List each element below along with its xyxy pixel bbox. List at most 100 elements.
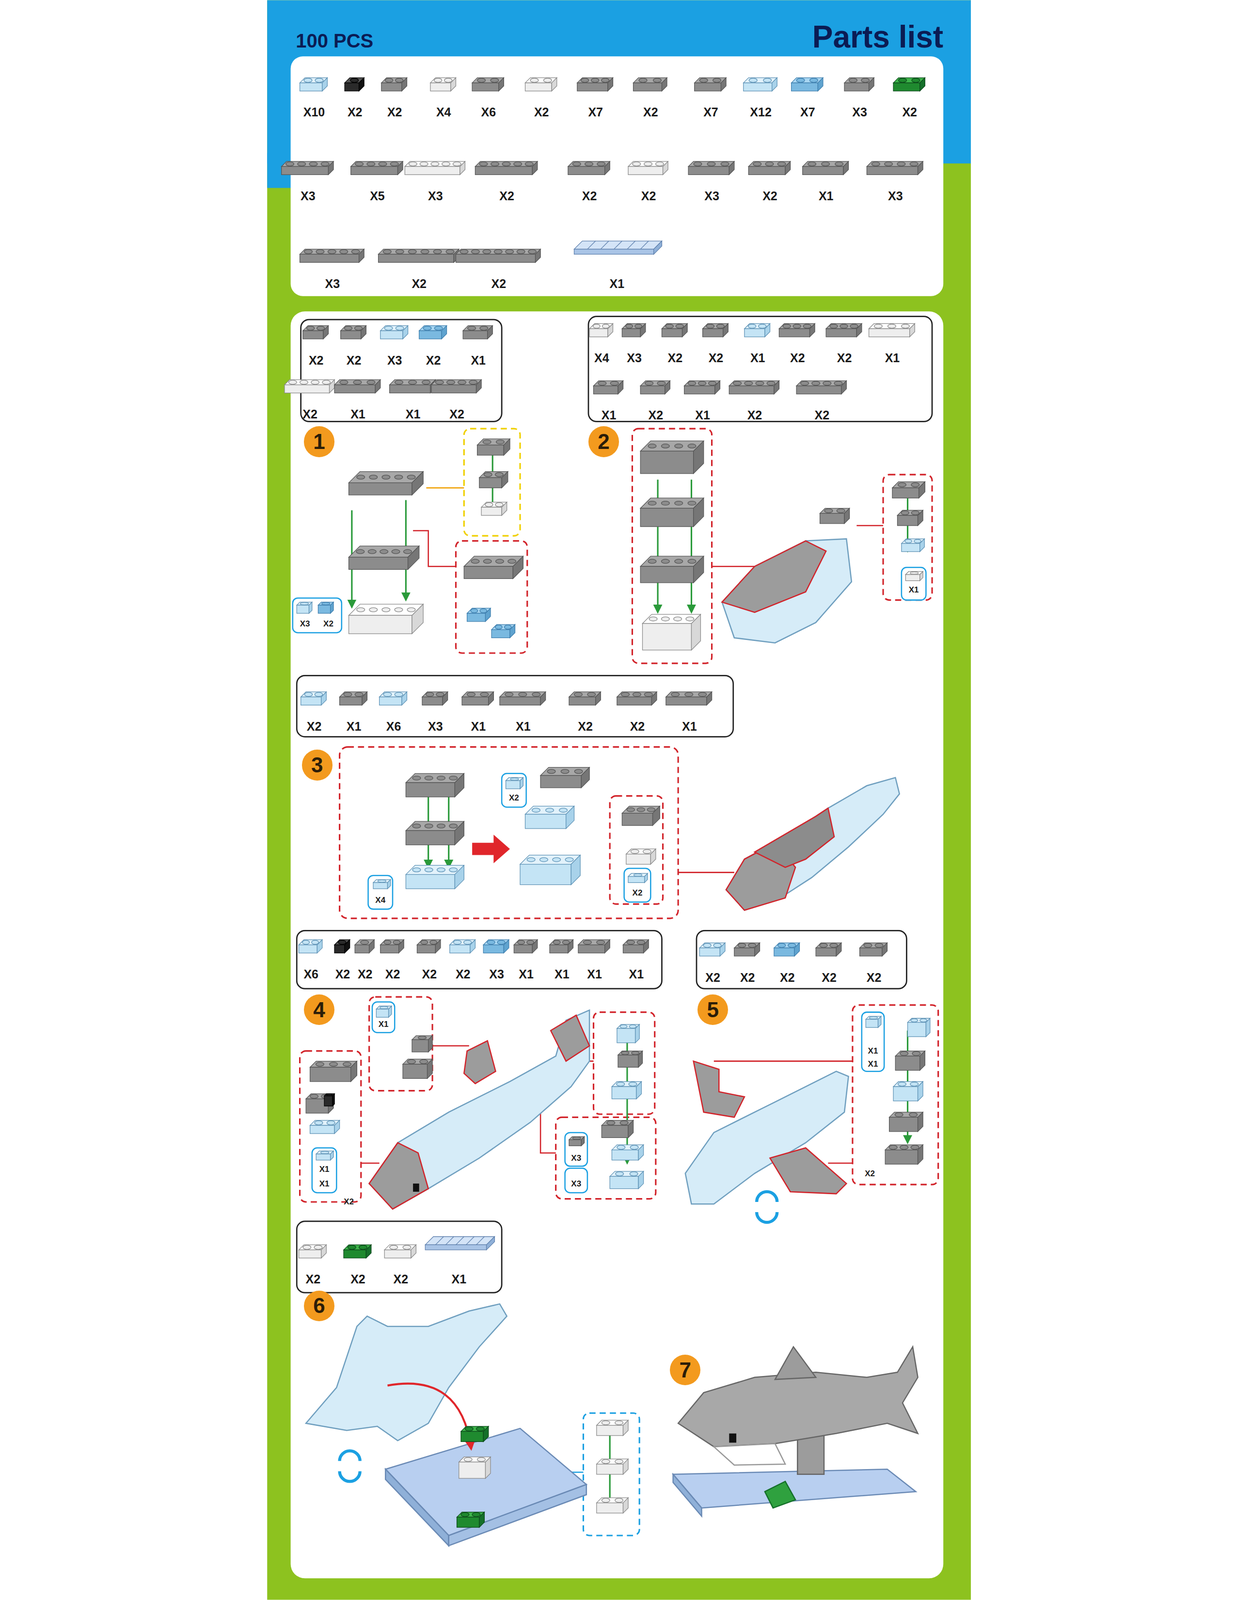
step-number-circle: 3 [301,749,333,780]
brick-icon [463,555,523,579]
drawing-shape [550,1014,590,1062]
brick-shape [419,330,442,339]
brick-shape [300,249,365,255]
brick-shape [720,161,729,166]
drawing-shape [300,1050,362,1202]
brick-shape [422,697,443,706]
brick-shape [919,77,926,91]
drawing-shape [463,428,521,536]
part-count: X2 [902,106,918,119]
brick-shape [334,384,376,394]
brick-shape [606,1120,616,1125]
part-count: X2 [740,970,756,983]
brick-shape [525,82,553,92]
brick-shape [611,1086,636,1099]
brick-shape [699,78,708,82]
brick-shape [817,77,824,91]
brick-shape [772,77,778,91]
brick-shape [601,1497,610,1502]
brick-shape [384,1249,412,1258]
drawing-shape [852,1004,939,1185]
brick-shape [376,1008,389,1017]
brick-icon [820,507,850,524]
step-parts-box: X6X2X2X2X2X2X3X1X1X1X1 [296,930,662,989]
brick-shape [919,571,923,581]
brick-icon [905,571,923,581]
drawing-shape [565,1132,588,1166]
brick-shape [758,324,767,329]
drawing-shape [369,996,433,1091]
drawing-shape [673,1473,702,1516]
brick-icon [744,323,771,337]
brick-icon [301,691,327,705]
brick-shape [765,161,774,166]
drawing-shape [678,871,735,873]
brick-icon [417,939,441,953]
drawing-shape [827,1162,853,1164]
brick-shape [302,939,310,944]
brick-icon [889,1111,923,1132]
brick-shape [486,1236,495,1250]
brick-icon [324,1093,335,1106]
brick-icon [348,545,420,570]
brick-shape [738,943,746,948]
drawing-shape [754,808,835,868]
part-count: X2 [491,277,507,290]
brick-shape [431,384,477,394]
brick-icon [348,603,424,634]
part-count: X1 [609,277,625,290]
brick-icon [419,325,447,339]
brick-shape [596,1463,624,1474]
brick-shape [657,380,666,385]
brick-shape [408,161,417,166]
brick-icon [578,939,610,953]
brick-shape [498,77,505,91]
brick-shape [316,249,325,254]
brick-shape [477,1457,486,1461]
brick-shape [393,939,401,944]
brick-icon [405,865,464,889]
brick-icon [483,939,509,953]
brick-shape [661,501,670,506]
brick-shape [910,571,919,574]
brick-shape [395,380,404,384]
brick-shape [375,379,381,393]
brick-shape [661,77,667,91]
brick-icon [402,1058,433,1078]
brick-shape [748,166,786,175]
brick-shape [694,82,722,92]
brick-shape [900,1051,909,1056]
drawing-shape [501,773,526,807]
brick-shape [753,161,762,166]
part-count: X1 [470,353,486,366]
brick-icon [281,161,334,175]
brick-icon [354,939,375,953]
brick-shape [479,477,502,488]
brick-icon [348,471,424,495]
brick-icon [825,323,862,337]
brick-shape [298,944,317,953]
brick-shape [578,944,605,953]
part-count: X1 [346,720,362,733]
brick-shape [713,78,722,82]
drawing-shape [728,1433,737,1443]
brick-shape [743,82,773,92]
brick-shape [648,443,657,448]
brick-shape [702,328,724,337]
brick-shape [803,324,811,329]
brick-shape [609,1175,639,1189]
brick-icon [885,1144,923,1164]
brick-shape [645,380,654,385]
drawing-shape [555,1116,656,1199]
brick-icon [302,325,329,339]
brick-shape [631,1050,640,1055]
drawing-shape [588,316,933,422]
brick-shape [391,549,400,554]
brick-shape [628,1120,634,1138]
brick-shape [638,1144,644,1160]
brick-shape [332,1093,335,1106]
brick-shape [407,1059,416,1063]
part-count: X2 [411,277,427,290]
brick-shape [782,324,791,329]
